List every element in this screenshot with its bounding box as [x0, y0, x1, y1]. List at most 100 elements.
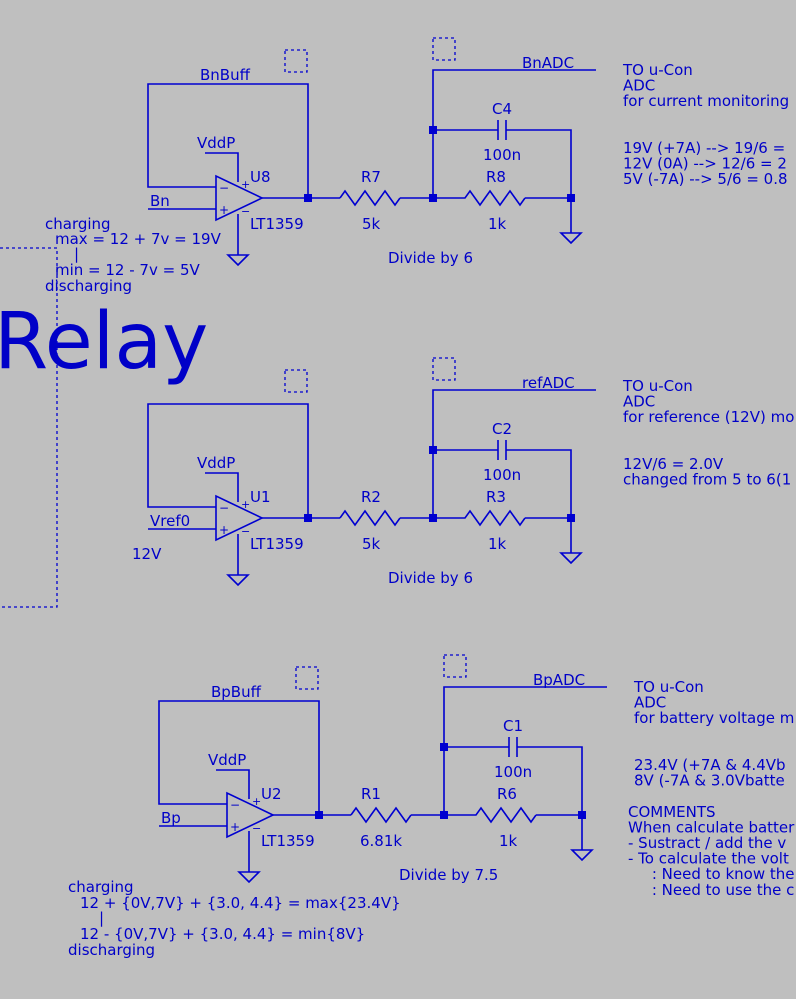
spice-directive-box[interactable]: [443, 654, 467, 678]
divide-note: Divide by 7.5: [399, 866, 498, 884]
circuit-1: − + + − Vref0 VddP U1 LT1359 R2 5k R3 1k…: [132, 357, 596, 587]
opamp-symbol[interactable]: [215, 494, 264, 542]
minus-sign: −: [241, 525, 250, 538]
capacitor[interactable]: [433, 440, 572, 518]
junction: [429, 126, 437, 134]
net-label: BpADC: [533, 671, 585, 689]
minus-sign: −: [241, 205, 250, 218]
minus-sign: −: [230, 798, 240, 812]
plus-sign: +: [219, 523, 229, 537]
comment-line: : Need to know the: [628, 865, 794, 883]
junction: [429, 446, 437, 454]
comment-line: for reference (12V) mo: [623, 408, 794, 426]
capacitor[interactable]: [433, 120, 572, 198]
supply-wire[interactable]: [205, 472, 239, 502]
comment-line: - To calculate the volt: [628, 850, 789, 868]
adc-wire[interactable]: [432, 69, 596, 198]
junction: [567, 194, 575, 202]
relay-label: Relay: [0, 297, 208, 387]
component-value: 5k: [362, 535, 381, 553]
spice-directive-box[interactable]: [295, 666, 319, 690]
net-label: BnBuff: [200, 66, 251, 84]
comment-line: 8V (-7A & 3.0Vbatte: [634, 772, 785, 790]
component-ref: R2: [361, 488, 381, 506]
component-value: 1k: [499, 832, 518, 850]
comment-line: ADC: [623, 77, 655, 95]
component-ref: C2: [492, 420, 512, 438]
component-ref: R6: [497, 785, 517, 803]
comment-line: 23.4V (+7A & 4.4Vb: [634, 756, 786, 774]
comment-line: 19V (+7A) --> 19/6 =: [623, 139, 785, 157]
ground-icon: [226, 574, 250, 587]
resistor-top[interactable]: [339, 509, 433, 527]
ground-icon: [559, 232, 583, 245]
comment-line: changed from 5 to 6(1: [623, 471, 791, 489]
supply-wire[interactable]: [216, 769, 250, 799]
net-label: Bn: [150, 192, 170, 210]
note-line: charging: [68, 878, 134, 896]
junction: [440, 811, 448, 819]
component-ref: U1: [250, 488, 271, 506]
spice-directive-box[interactable]: [432, 37, 456, 61]
feedback-wire[interactable]: [158, 700, 320, 815]
comment-line: : Need to use the c: [628, 881, 794, 899]
component-value: 6.81k: [360, 832, 402, 850]
circuit-0: − + + − BnBuff Bn VddP U8 LT1359 R7 5k R…: [147, 37, 596, 267]
comment-line: 12V/6 = 2.0V: [623, 455, 724, 473]
adc-wire[interactable]: [443, 686, 607, 815]
component-ref: R8: [486, 168, 506, 186]
spice-directive-box[interactable]: [284, 369, 308, 393]
net-label: VddP: [208, 751, 246, 769]
component-value: LT1359: [250, 215, 304, 233]
resistor-top[interactable]: [339, 189, 433, 207]
component-value: 100n: [494, 763, 532, 781]
spice-directive-box[interactable]: [284, 49, 308, 73]
junction: [567, 514, 575, 522]
note-line: 12 + {0V,7V} + {3.0, 4.4} = max{23.4V}: [80, 894, 401, 912]
plus-sign: +: [241, 498, 250, 511]
plus-sign: +: [219, 203, 229, 217]
feedback-wire[interactable]: [147, 83, 309, 198]
ground-icon: [559, 552, 583, 565]
minus-sign: −: [219, 501, 229, 515]
junction: [440, 743, 448, 751]
relay-boundary: [0, 247, 58, 608]
note-line: |: [99, 909, 104, 927]
comment-line: for battery voltage m: [634, 709, 794, 727]
adc-wire[interactable]: [432, 389, 596, 518]
voltage-label: 12V: [132, 545, 162, 563]
junction: [304, 514, 312, 522]
note-line: 12 - {0V,7V} + {3.0, 4.4} = min{8V}: [80, 925, 365, 943]
net-label: refADC: [522, 374, 575, 392]
capacitor[interactable]: [444, 737, 583, 815]
component-ref: R1: [361, 785, 381, 803]
component-value: LT1359: [250, 535, 304, 553]
bp-notes: charging 12 + {0V,7V} + {3.0, 4.4} = max…: [68, 878, 401, 959]
supply-wire[interactable]: [205, 152, 239, 182]
divide-note: Divide by 6: [388, 569, 473, 587]
component-ref: U2: [261, 785, 282, 803]
net-label: Bp: [161, 809, 181, 827]
note-line: discharging: [68, 941, 155, 959]
net-label: BnADC: [522, 54, 574, 72]
component-ref: C4: [492, 100, 512, 118]
note-line: discharging: [45, 277, 132, 295]
comment-line: 12V (0A) --> 12/6 = 2: [623, 155, 787, 173]
net-label: VddP: [197, 134, 235, 152]
component-value: 100n: [483, 146, 521, 164]
feedback-wire[interactable]: [147, 403, 309, 518]
comment-line: TO u-Con: [633, 678, 704, 696]
opamp-symbol[interactable]: [226, 791, 275, 839]
comment-line: TO u-Con: [622, 61, 693, 79]
ground-icon: [570, 849, 594, 862]
plus-sign: +: [241, 178, 250, 191]
minus-sign: −: [219, 181, 229, 195]
opamp-symbol[interactable]: [215, 174, 264, 222]
component-value: LT1359: [261, 832, 315, 850]
spice-directive-box[interactable]: [432, 357, 456, 381]
resistor-top[interactable]: [350, 806, 444, 824]
junction: [304, 194, 312, 202]
component-value: 5k: [362, 215, 381, 233]
note-line: charging: [45, 215, 111, 233]
